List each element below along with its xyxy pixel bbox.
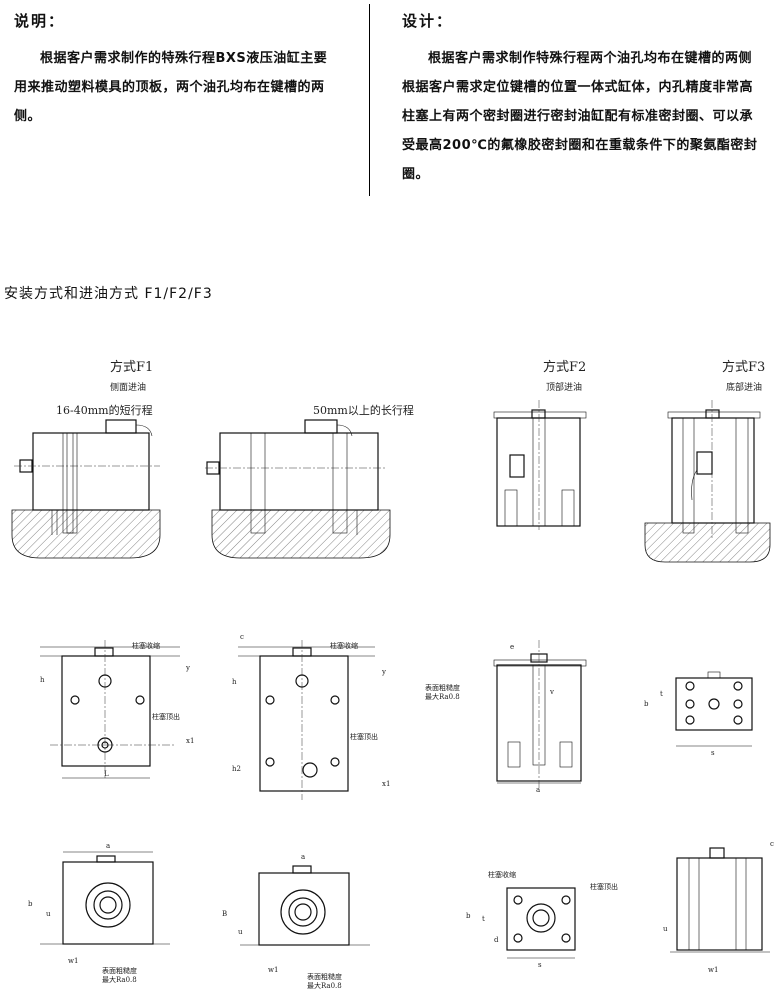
fv-c-retract-label: 柱塞收缩 [488,871,516,879]
method-f3-label: 方式F3 [722,360,766,375]
f1a-retract-label: 柱塞收缩 [132,642,160,650]
design-text: 根据客户需求制作特殊行程两个油孔均布在键槽的两侧根据客户需求定位键槽的位置一体式… [402,51,758,182]
dim-x1-f1a: x1 [186,737,195,745]
dim-L-f1a: L [104,770,109,778]
dim-u-fvb: u [238,928,243,936]
dim-a-fvb: a [301,853,306,861]
dim-b-f3: b [644,700,649,708]
dim-u-fvd: u [663,925,668,933]
dim-w1-fvb: w1 [268,966,279,974]
front-view-c [506,887,576,959]
f1-long-drawing [205,419,391,559]
fv-b-rough-label-1: 表面粗糙度 [307,973,342,981]
f1b-retract-label: 柱塞收缩 [330,642,358,650]
dim-v-f2: v [550,688,554,696]
fv-c-extend-label: 柱塞顶出 [590,883,618,891]
short-stroke-label: 16-40mm的短行程 [56,404,153,417]
f1-top-view-a [40,640,180,780]
description-text: 根据客户需求制作的特殊行程BXS液压油缸主要用来推动塑料模具的顶板，两个油孔均布… [14,51,328,124]
dim-c-f1b: c [240,633,244,641]
dim-s-f3: s [711,749,715,757]
dim-a-f2: a [536,786,541,794]
f2-rough-label-2: 最大Ra0.8 [425,693,460,701]
dim-e-f2: e [510,643,515,651]
f2-drawing [493,400,587,530]
f1b-extend-label: 柱塞顶出 [350,733,378,741]
column-divider [369,4,370,196]
dim-a-fva: a [106,842,111,850]
dim-u-fva: u [46,910,51,918]
description-heading: 说明： [14,12,66,30]
front-view-b [240,865,370,946]
long-stroke-label: 50mm以上的长行程 [313,404,414,417]
dim-w1-fva: w1 [68,957,79,965]
dim-b-fvc: b [466,912,471,920]
dim-d-fvc: d [494,936,499,944]
f2-section-view [493,640,587,790]
front-view-a [40,851,170,945]
f3-top-view [675,671,753,747]
method-f2-sub: 顶部进油 [546,383,583,393]
dim-x1-f1b: x1 [382,780,391,788]
dim-h-f1b: h [232,678,237,686]
dim-t-fvc: t [482,915,485,923]
fv-b-rough-label-2: 最大Ra0.8 [307,982,342,990]
f3-drawing [644,400,771,563]
f2-rough-label-1: 表面粗糙度 [425,684,460,692]
method-f3-sub: 底部进油 [726,383,763,393]
fv-a-rough-label-1: 表面粗糙度 [102,967,137,975]
method-f1-label: 方式F1 [110,360,154,375]
f1-short-drawing [11,419,161,559]
dim-h2-f1b: h2 [232,765,241,773]
f1a-extend-label: 柱塞顶出 [152,713,180,721]
dim-c-fvd: c [770,840,774,848]
dim-h-f1a: h [40,676,45,684]
installation-section-title: 安装方式和进油方式 F1/F2/F3 [4,286,213,302]
front-view-d [670,847,770,953]
method-f2-label: 方式F2 [543,360,587,375]
dim-B-fvb: B [222,910,228,918]
dim-s-fvc: s [538,961,542,969]
f1-top-view-b [238,640,375,800]
dim-w1-fvd: w1 [708,966,719,974]
dim-b-fva: b [28,900,33,908]
method-f1-sub: 侧面进油 [110,383,147,393]
dim-t-f3: t [660,690,663,698]
fv-a-rough-label-2: 最大Ra0.8 [102,976,137,984]
dim-y-f1b: y [382,668,386,676]
design-heading: 设计： [402,12,454,30]
dim-y-f1a: y [186,664,190,672]
